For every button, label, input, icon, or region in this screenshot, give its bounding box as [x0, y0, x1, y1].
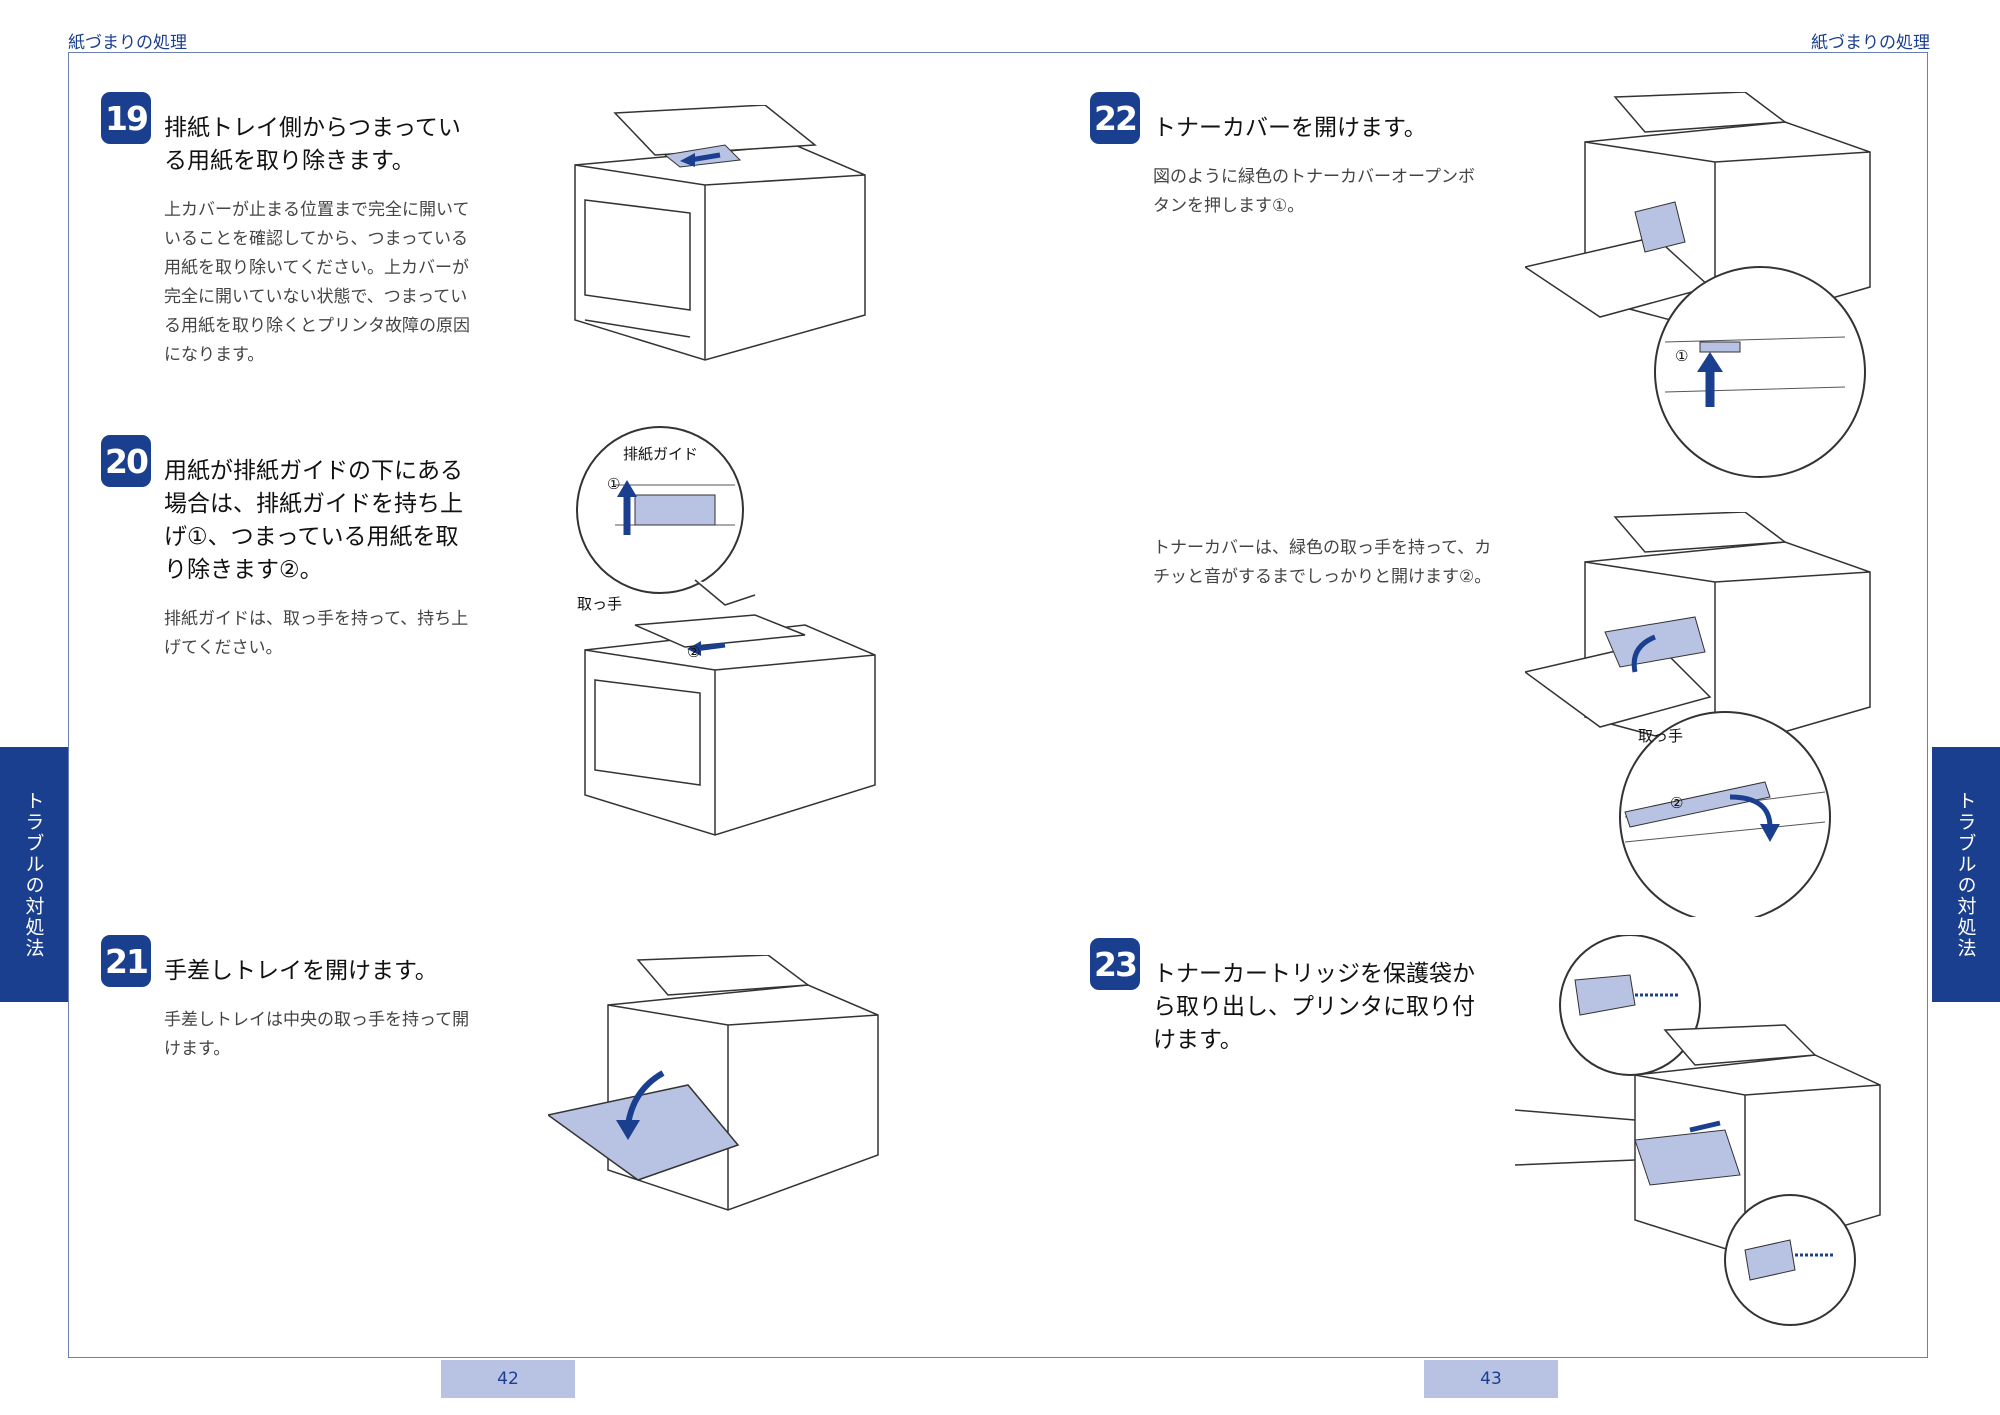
- step-number-badge: 21: [101, 935, 151, 987]
- side-tab-right: トラブルの対処法: [1932, 747, 2000, 1002]
- printer-illustration-22b: 取っ手 ②: [1525, 512, 1885, 917]
- page-frame: [68, 52, 1928, 1358]
- step-title: トナーカートリッジを保護袋から取り出し、プリンタに取り付けます。: [1153, 961, 1475, 1053]
- side-tab-label: トラブルの対処法: [22, 790, 45, 959]
- step-20: 20 用紙が排紙ガイドの下にある場合は、排紙ガイドを持ち上げ①、つまっている用紙…: [101, 435, 471, 663]
- step-number-badge: 19: [101, 92, 151, 144]
- callout-handle: 取っ手: [1638, 727, 1684, 745]
- step-title: 手差しトレイを開けます。: [164, 958, 438, 984]
- callout-circle-1: ①: [607, 475, 621, 493]
- step-22-note: トナーカバーは、緑色の取っ手を持って、カチッと音がするまでしっかりと開けます②。: [1153, 538, 1492, 587]
- running-header-left: 紙づまりの処理: [68, 33, 187, 53]
- printer-illustration-23: [1515, 935, 1890, 1330]
- step-body: 排紙ガイドは、取っ手を持って、持ち上げてください。: [164, 609, 469, 658]
- callout-circle-1: ①: [1675, 347, 1689, 365]
- callout-circle-2: ②: [1670, 794, 1684, 812]
- step-body: 上カバーが止まる位置まで完全に開いていることを確認してから、つまっている用紙を取…: [164, 200, 470, 365]
- step-title: 用紙が排紙ガイドの下にある場合は、排紙ガイドを持ち上げ①、つまっている用紙を取り…: [164, 458, 463, 583]
- printer-illustration-20: 排紙ガイド ① 取っ手 ②: [575, 425, 895, 845]
- step-number-badge: 20: [101, 435, 151, 487]
- callout-handle: 取っ手: [577, 595, 623, 613]
- side-tab-label: トラブルの対処法: [1954, 790, 1977, 959]
- running-header-right: 紙づまりの処理: [1811, 33, 1930, 53]
- step-title: 排紙トレイ側からつまっている用紙を取り除きます。: [164, 115, 461, 174]
- step-21: 21 手差しトレイを開けます。 手差しトレイは中央の取っ手を持って開けます。: [101, 935, 471, 1064]
- step-body: 手差しトレイは中央の取っ手を持って開けます。: [164, 1010, 470, 1059]
- callout-paper-guide: 排紙ガイド: [623, 445, 699, 463]
- step-title: トナーカバーを開けます。: [1153, 115, 1427, 141]
- printer-illustration-22a: ①: [1525, 92, 1885, 482]
- step-number-badge: 23: [1090, 938, 1140, 990]
- printer-illustration-19: [565, 105, 885, 370]
- step-19: 19 排紙トレイ側からつまっている用紙を取り除きます。 上カバーが止まる位置まで…: [101, 92, 471, 370]
- page-number-left: 42: [441, 1360, 575, 1398]
- step-22: 22 トナーカバーを開けます。 図のように緑色のトナーカバーオープンボタンを押し…: [1090, 92, 1490, 221]
- side-tab-left: トラブルの対処法: [0, 747, 68, 1002]
- callout-circle-2: ②: [687, 643, 701, 661]
- printer-illustration-21: [548, 955, 888, 1225]
- step-23: 23 トナーカートリッジを保護袋から取り出し、プリンタに取り付けます。: [1090, 938, 1490, 1057]
- page-number-right: 43: [1424, 1360, 1558, 1398]
- step-number-badge: 22: [1090, 92, 1140, 144]
- step-body: 図のように緑色のトナーカバーオープンボタンを押します①。: [1153, 167, 1475, 216]
